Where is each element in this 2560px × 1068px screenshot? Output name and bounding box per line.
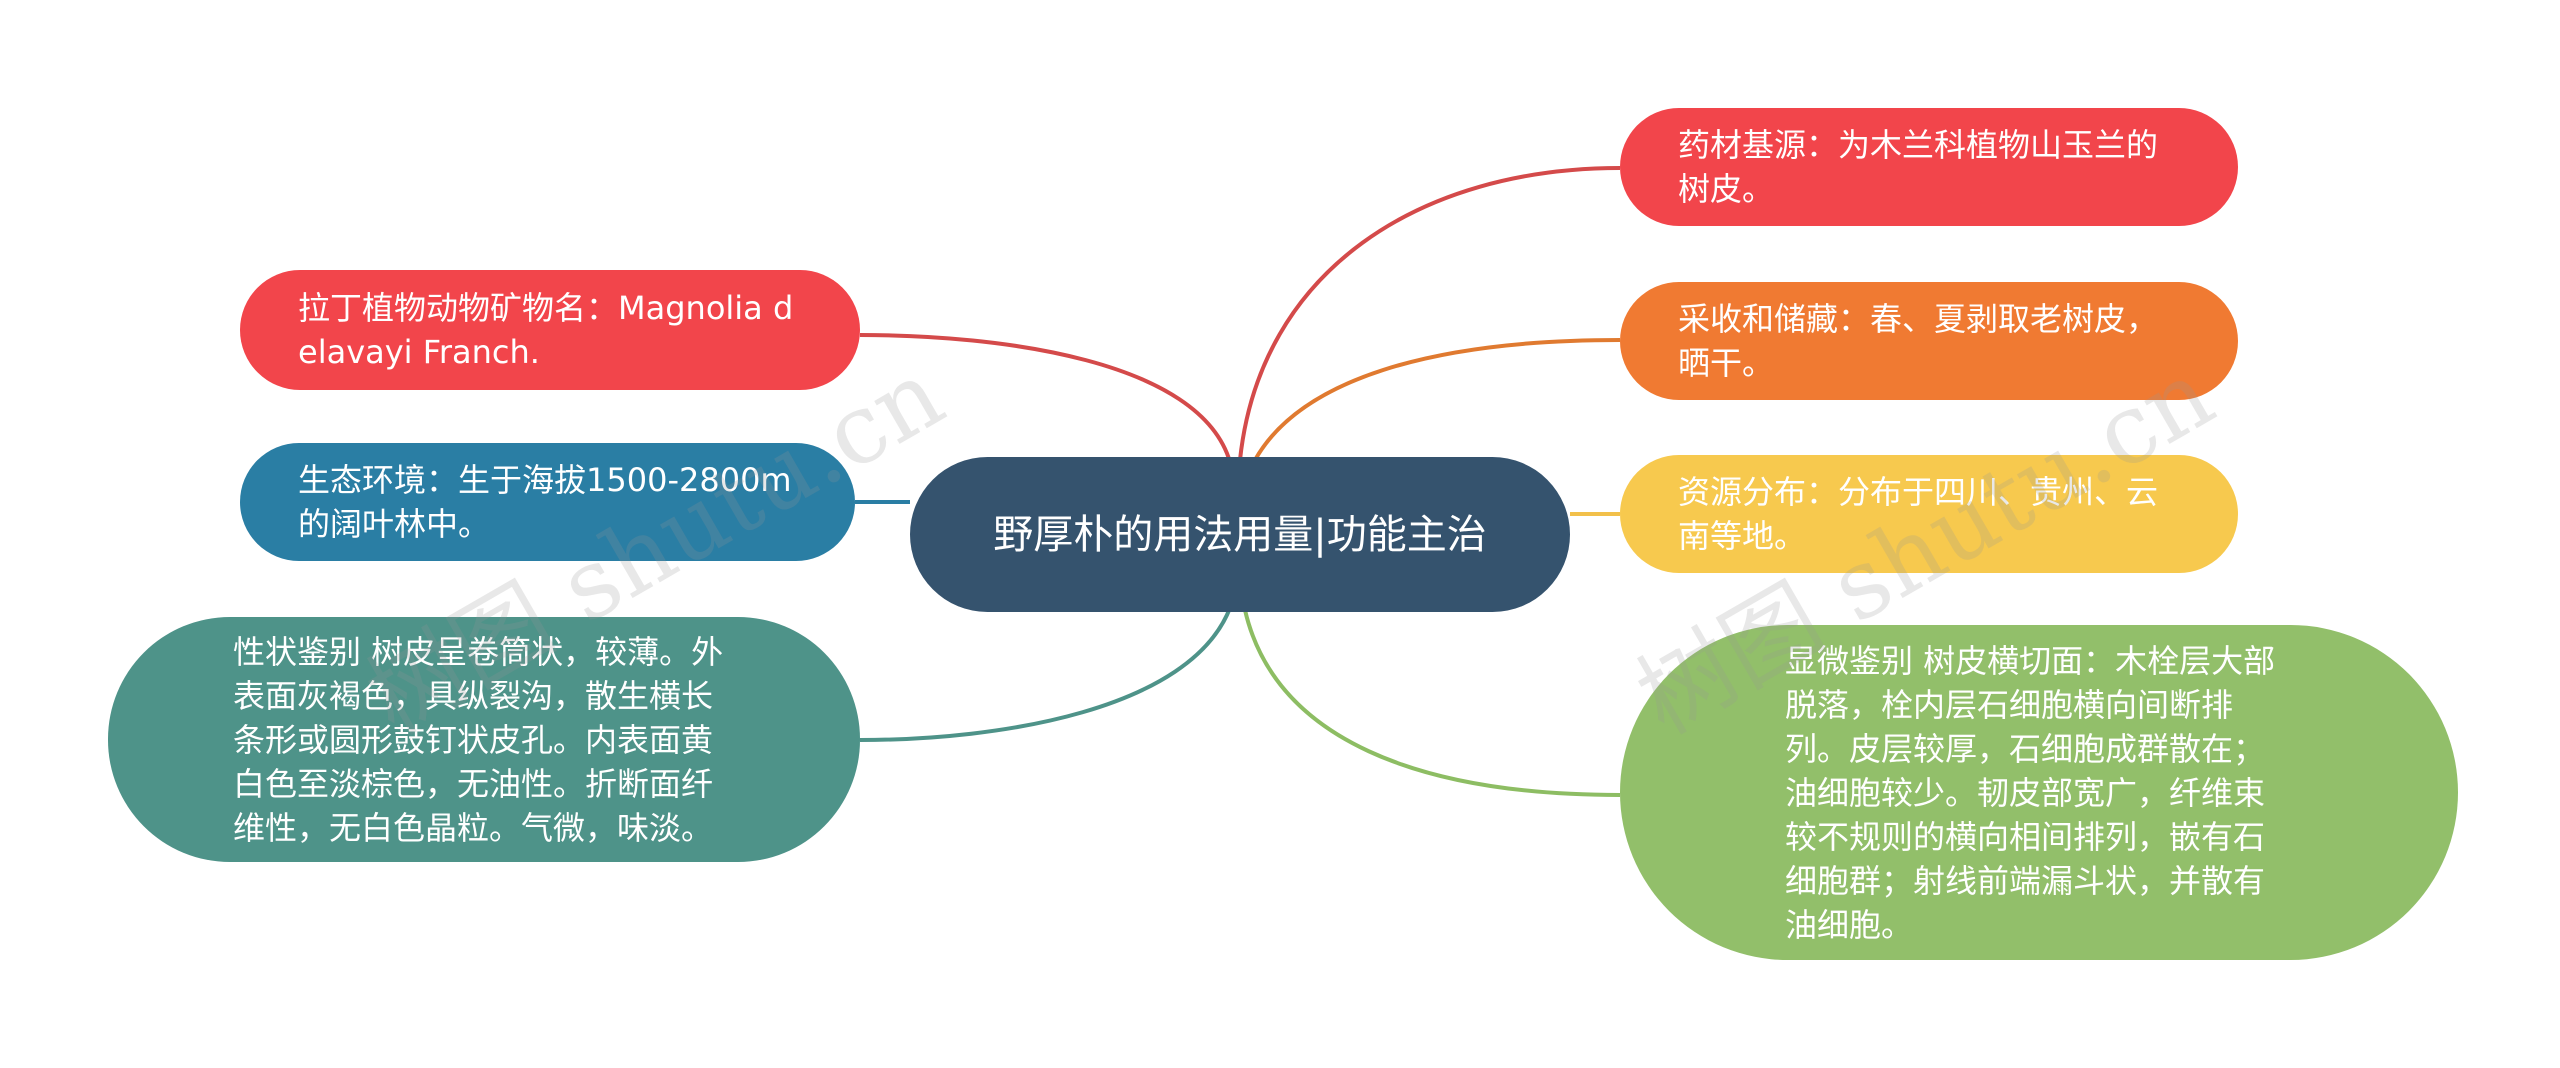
node-microscopy-label: 显微鉴别 树皮横切面：木栓层大部脱落，栓内层石细胞横向间断排列。皮层较厚，石细胞…	[1785, 641, 2276, 944]
central-topic[interactable]: 野厚朴的用法用量|功能主治	[910, 457, 1570, 612]
node-origin-label: 药材基源：为木兰科植物山玉兰的树皮。	[1678, 126, 2159, 208]
connector-left-latin-name	[859, 333, 1232, 463]
node-traits-label: 性状鉴别 树皮呈卷筒状，较薄。外表面灰褐色，具纵裂沟，散生横长条形或圆形鼓钉状皮…	[233, 632, 724, 847]
node-harvest[interactable]: 采收和储藏：春、夏剥取老树皮，晒干。	[1620, 282, 2238, 400]
central-topic-label: 野厚朴的用法用量|功能主治	[993, 511, 1487, 558]
connector-right-microscopy	[1243, 609, 1621, 797]
node-habitat[interactable]: 生态环境：生于海拔1500-2800m的阔叶林中。	[240, 443, 855, 561]
node-distribution[interactable]: 资源分布：分布于四川、贵州、云南等地。	[1620, 455, 2238, 573]
node-traits[interactable]: 性状鉴别 树皮呈卷筒状，较薄。外表面灰褐色，具纵裂沟，散生横长条形或圆形鼓钉状皮…	[108, 617, 860, 862]
connector-right-harvest	[1253, 338, 1621, 461]
node-harvest-label: 采收和储藏：春、夏剥取老树皮，晒干。	[1678, 300, 2159, 382]
node-origin[interactable]: 药材基源：为木兰科植物山玉兰的树皮。	[1620, 108, 2238, 226]
connector-right-origin	[1238, 166, 1621, 461]
node-microscopy[interactable]: 显微鉴别 树皮横切面：木栓层大部脱落，栓内层石细胞横向间断排列。皮层较厚，石细胞…	[1620, 625, 2458, 960]
node-distribution-label: 资源分布：分布于四川、贵州、云南等地。	[1678, 473, 2159, 555]
node-latin-name-label: 拉丁植物动物矿物名：Magnolia delavayi Franch.	[298, 289, 794, 371]
node-habitat-label: 生态环境：生于海拔1500-2800m的阔叶林中。	[298, 461, 792, 543]
connector-left-traits	[859, 607, 1232, 742]
node-latin-name[interactable]: 拉丁植物动物矿物名：Magnolia delavayi Franch.	[240, 270, 860, 390]
